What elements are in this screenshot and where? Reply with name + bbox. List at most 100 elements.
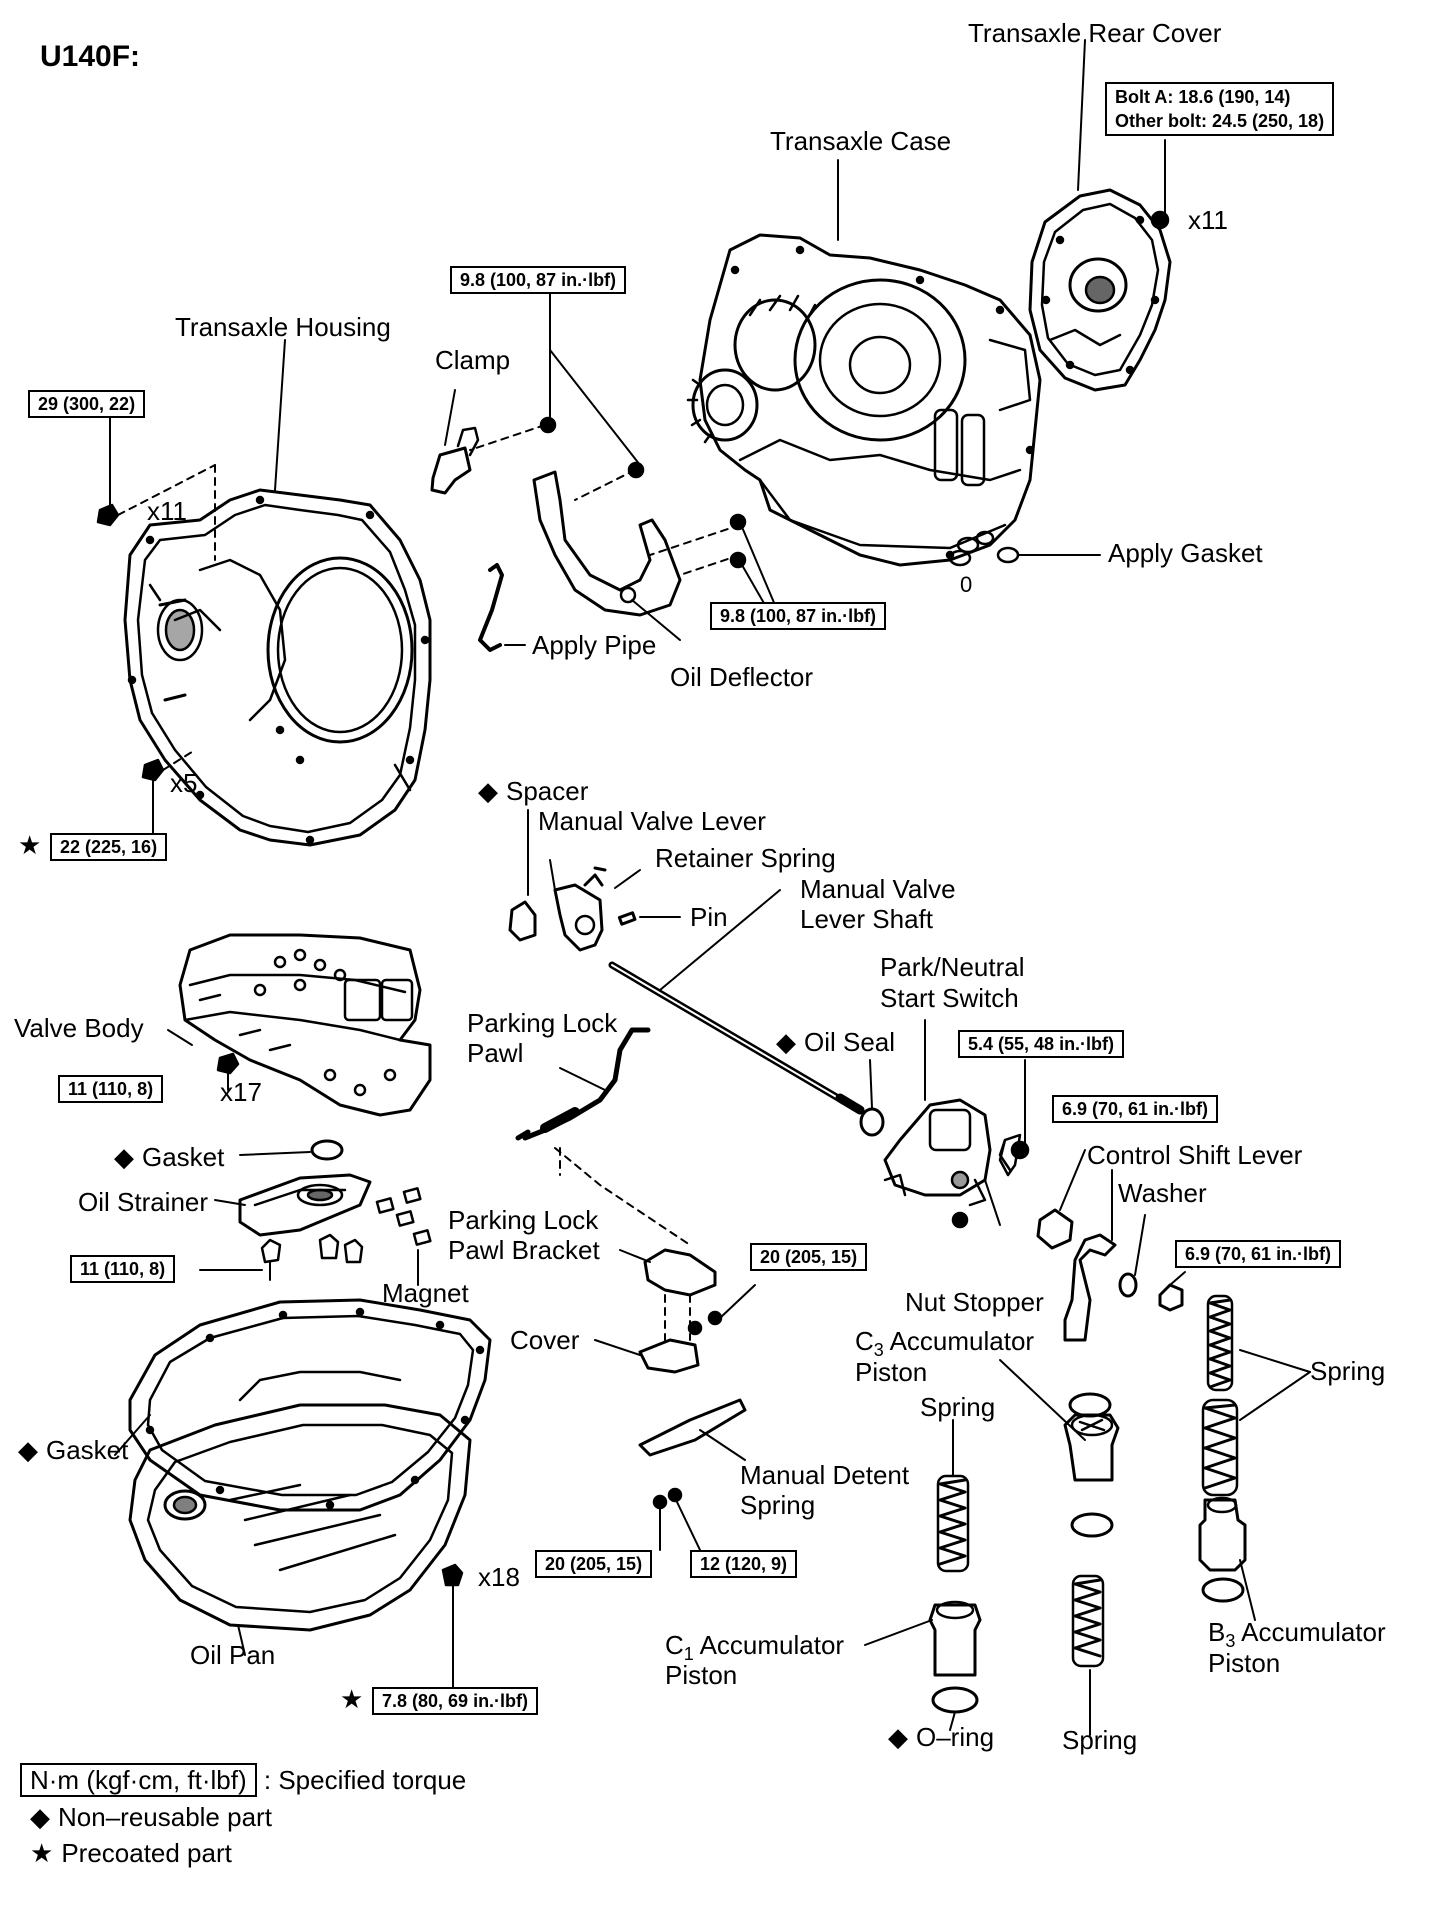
label-transaxle-case: Transaxle Case <box>770 126 952 156</box>
legend-non-reusable-text: Non–reusable part <box>58 1802 272 1832</box>
precoated-mark: ★ <box>30 1838 54 1868</box>
label-spacer: ◆Spacer <box>478 776 588 806</box>
legend-torque: N·m (kgf·cm, ft·lbf) : Specified torque <box>20 1763 467 1797</box>
label-parking-lock-pawl-bracket-1: Parking Lock <box>448 1205 599 1235</box>
torque-clamp-top: 9.8 (100, 87 in.·lbf) <box>450 266 627 294</box>
label-retainer-spring: Retainer Spring <box>655 843 836 873</box>
torque-housing-low: 22 (225, 16) <box>50 833 168 861</box>
rear-cover-part <box>1028 39 1172 392</box>
label-manual-valve-lever: Manual Valve Lever <box>538 806 766 836</box>
park-neutral-switch-part <box>883 1019 1186 1342</box>
clamp-and-deflector <box>430 289 776 652</box>
label-valve-body: Valve Body <box>14 1013 144 1043</box>
torque-rear-cover-a: Bolt A: 18.6 (190, 14) <box>1115 87 1291 107</box>
torque-oil-pan: 7.8 (80, 69 in.·lbf) <box>372 1687 539 1715</box>
manual-valve-lever-part <box>508 809 885 1137</box>
torque-pnp-switch: 5.4 (55, 48 in.·lbf) <box>958 1030 1125 1058</box>
c1-accumulator-text: Accumulator <box>693 1630 845 1660</box>
oil-strainer-part <box>199 1139 432 1286</box>
b3-accumulator-text: Accumulator <box>1235 1617 1386 1647</box>
label-oil-pan: Oil Pan <box>190 1640 276 1670</box>
legend-non-reusable: ◆ Non–reusable part <box>30 1802 272 1832</box>
torque-valve-body: 11 (110, 8) <box>58 1075 164 1103</box>
label-c3-accumulator: C3 Accumulator <box>855 1326 1034 1365</box>
c1-sub: 1 <box>683 1644 694 1664</box>
torque-strainer: 11 (110, 8) <box>70 1255 176 1283</box>
torque-rear-cover: Bolt A: 18.6 (190, 14) Other bolt: 24.5 … <box>1105 82 1335 136</box>
label-magnet: Magnet <box>382 1278 469 1308</box>
label-nut-stopper: Nut Stopper <box>905 1287 1044 1317</box>
torque-detent-1: 20 (205, 15) <box>535 1550 653 1578</box>
label-b3-piston: Piston <box>1208 1648 1281 1678</box>
c1-c: C <box>665 1630 684 1660</box>
label-manual-detent-2: Spring <box>740 1490 816 1520</box>
label-oil-strainer: Oil Strainer <box>78 1187 209 1217</box>
label-c1-piston: Piston <box>665 1660 738 1690</box>
label-spring-mid: Spring <box>920 1392 996 1422</box>
label-manual-detent-1: Manual Detent <box>740 1460 910 1490</box>
c3-accumulator-text: Accumulator <box>883 1326 1035 1356</box>
label-park-neutral-2: Start Switch <box>880 983 1019 1013</box>
accumulators-part <box>864 1294 1311 1736</box>
torque-shift-lever-nut-1: 6.9 (70, 61 in.·lbf) <box>1052 1095 1219 1123</box>
c3-sub: 3 <box>873 1340 884 1360</box>
legend-torque-box: N·m (kgf·cm, ft·lbf) <box>20 1763 257 1797</box>
b3-b: B <box>1208 1617 1226 1647</box>
legend-precoated-text: Precoated part <box>61 1838 232 1868</box>
label-parking-lock-pawl-2: Pawl <box>467 1038 524 1068</box>
label-transaxle-housing: Transaxle Housing <box>175 312 391 342</box>
label-park-neutral-1: Park/Neutral <box>880 952 1025 982</box>
label-b3-accumulator: B3 Accumulator <box>1208 1617 1386 1656</box>
label-gasket-pan-text: Gasket <box>46 1435 129 1465</box>
qty-valve-body-bolts: x17 <box>220 1077 262 1107</box>
qty-housing-bolts: x11 <box>147 496 187 526</box>
non-reusable-mark: ◆ <box>478 776 498 806</box>
label-apply-pipe: Apply Pipe <box>532 630 657 660</box>
precoated-mark-oil-pan: ★ <box>340 1684 364 1714</box>
label-oil-deflector: Oil Deflector <box>670 662 814 692</box>
valve-body-part <box>167 933 432 1117</box>
torque-rear-cover-b: Other bolt: 24.5 (250, 18) <box>1115 111 1325 131</box>
qty-apply-gasket: 0 <box>960 572 973 597</box>
torque-pawl-bracket: 20 (205, 15) <box>750 1243 868 1271</box>
label-transaxle-rear-cover: Transaxle Rear Cover <box>968 18 1222 48</box>
label-o-ring: ◆ O–ring <box>888 1722 994 1752</box>
label-o-ring-text: O–ring <box>916 1722 995 1752</box>
label-c3-piston: Piston <box>855 1357 928 1387</box>
legend-torque-desc: : Specified torque <box>263 1765 467 1795</box>
c3-c: C <box>855 1326 874 1356</box>
torque-housing-top: 29 (300, 22) <box>28 390 146 418</box>
non-reusable-mark: ◆ <box>888 1722 908 1752</box>
label-oil-seal: ◆Oil Seal <box>776 1027 895 1057</box>
non-reusable-mark: ◆ <box>114 1142 134 1172</box>
label-manual-valve-lever-shaft-1: Manual Valve <box>800 874 956 904</box>
non-reusable-mark: ◆ <box>30 1802 50 1832</box>
non-reusable-mark: ◆ <box>18 1435 38 1465</box>
legend-precoated: ★Precoated part <box>30 1838 232 1868</box>
label-parking-lock-pawl-bracket-2: Pawl Bracket <box>448 1235 600 1265</box>
label-spring-bottom: Spring <box>1062 1725 1138 1755</box>
b3-sub: 3 <box>1225 1631 1236 1651</box>
qty-oil-pan-bolts: x18 <box>478 1562 520 1592</box>
transaxle-housing-part <box>96 339 432 847</box>
label-gasket-strainer-text: Gasket <box>142 1142 225 1172</box>
oil-pan-part <box>114 1298 492 1691</box>
label-gasket-strainer: ◆ Gasket <box>114 1142 224 1172</box>
label-manual-valve-lever-shaft-2: Lever Shaft <box>800 904 933 934</box>
label-oil-seal-text: Oil Seal <box>804 1027 896 1057</box>
label-washer: Washer <box>1118 1178 1207 1208</box>
diagram-title: U140F: <box>40 40 141 73</box>
label-control-shift-lever: Control Shift Lever <box>1087 1140 1303 1170</box>
qty-housing-bolts-lower: x5 <box>170 768 198 798</box>
transaxle-case-part <box>686 159 1101 567</box>
precoated-mark-housing: ★ <box>18 830 42 860</box>
label-c1-accumulator: C1 Accumulator <box>665 1630 844 1669</box>
torque-detent-2: 12 (120, 9) <box>690 1550 798 1578</box>
label-clamp: Clamp <box>435 345 511 375</box>
torque-deflector-low: 9.8 (100, 87 in.·lbf) <box>710 602 887 630</box>
label-cover: Cover <box>510 1325 580 1355</box>
label-pin: Pin <box>690 902 728 932</box>
parking-lock-pawl-part <box>515 1027 756 1551</box>
label-parking-lock-pawl-1: Parking Lock <box>467 1008 618 1038</box>
